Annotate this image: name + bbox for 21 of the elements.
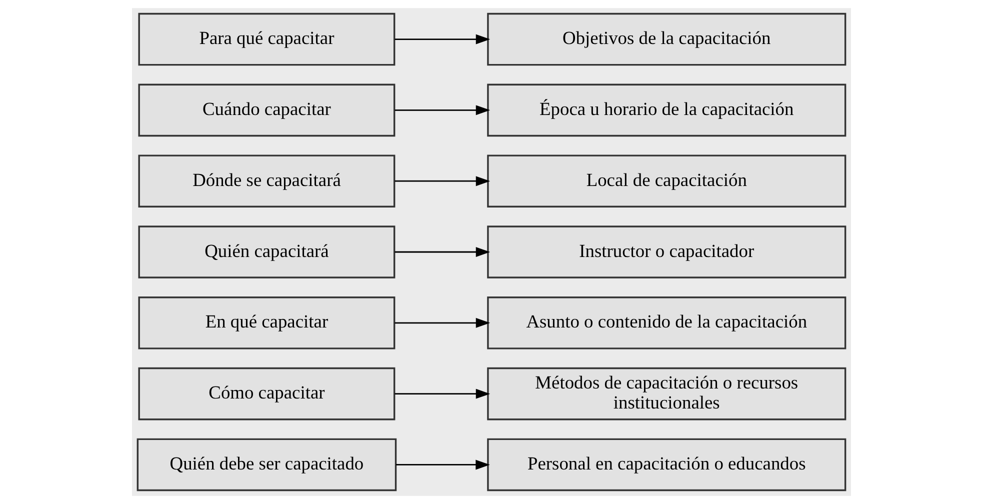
arrow <box>394 34 490 44</box>
node-box: Dónde se capacitará <box>138 154 395 208</box>
node-box: Asunto o contenido de la capacitación <box>486 296 846 350</box>
node-box: Métodos de capacitación o recursos institucionales <box>486 367 846 420</box>
node-box: Quién capacitará <box>138 226 395 278</box>
node-box: Cuándo capacitar <box>138 84 395 137</box>
arrow <box>394 318 490 328</box>
node-box: En qué capacitar <box>138 296 395 350</box>
node-box: Época u horario de la capacitación <box>486 84 846 137</box>
arrow <box>394 247 490 257</box>
node-box: Personal en capacitación o educandos <box>486 438 846 492</box>
node-box: Instructor o capacitador <box>486 226 846 278</box>
node-box: Objetivos de la capacitación <box>486 12 846 66</box>
node-box: Para qué capacitar <box>138 12 395 66</box>
node-box: Cómo capacitar <box>138 367 395 420</box>
node-box: Local de capacitación <box>486 154 846 208</box>
arrow <box>394 105 490 116</box>
node-box: Quién debe ser capacitado <box>136 438 396 492</box>
arrow <box>394 176 490 186</box>
arrow <box>394 388 490 399</box>
arrow <box>395 460 490 470</box>
